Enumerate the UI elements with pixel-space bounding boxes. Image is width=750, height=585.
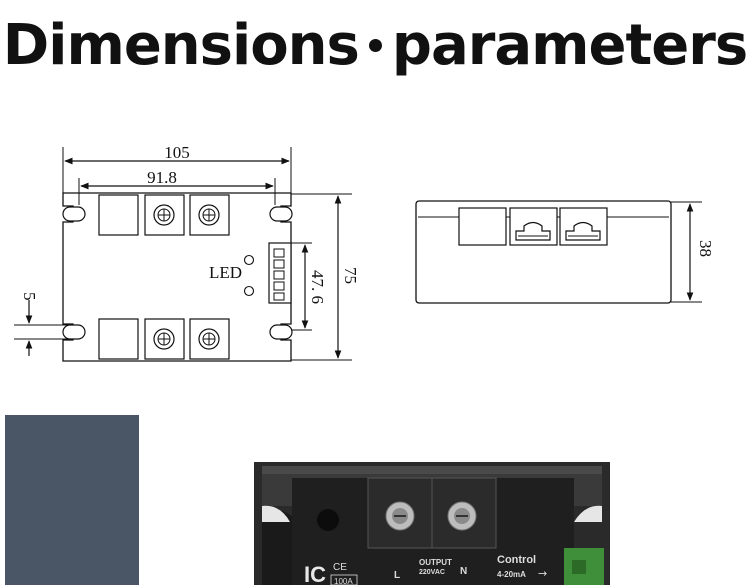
control-connector: [268, 242, 292, 304]
led-indicator: [243, 285, 255, 297]
output-label: OUTPUT: [419, 558, 452, 567]
dim-width-total: 105: [164, 143, 190, 162]
led-label: LED: [209, 263, 242, 282]
terminal-l-label: L: [394, 570, 400, 581]
title-separator-dot: [368, 39, 382, 53]
title-left: Dimensions: [2, 13, 360, 78]
dim-slot-offset: 5: [20, 292, 39, 301]
ce-mark: CE: [333, 562, 347, 573]
relay-hole: [317, 509, 339, 531]
terminal-block: [98, 194, 139, 236]
control-label: Control: [497, 554, 536, 566]
color-swatch-panel: [5, 415, 139, 585]
led-indicator: [243, 254, 255, 266]
rating-label: 100A: [334, 577, 353, 585]
top-view-drawing: 105 91.8 LED: [14, 143, 360, 362]
side-view-drawing: 38: [415, 200, 715, 304]
dim-height-total: 75: [341, 267, 360, 284]
control-signal: 4-20mA: [497, 570, 526, 579]
terminal-block: [98, 318, 139, 360]
svg-text:→: →: [538, 567, 547, 580]
dim-side-height: 38: [696, 240, 715, 257]
svg-text:IC: IC: [304, 562, 326, 585]
title-right: parameters: [391, 13, 748, 78]
dim-width-inner: 91.8: [147, 168, 177, 187]
page-title: Dimensions parameters: [0, 8, 750, 84]
product-photo: IC CE 100A OUTPUT 220VAC L N Control 4-2…: [254, 462, 610, 585]
output-voltage: 220VAC: [419, 569, 445, 576]
dim-height-inner: 47. 6: [308, 270, 327, 304]
terminal-n-label: N: [460, 566, 467, 577]
